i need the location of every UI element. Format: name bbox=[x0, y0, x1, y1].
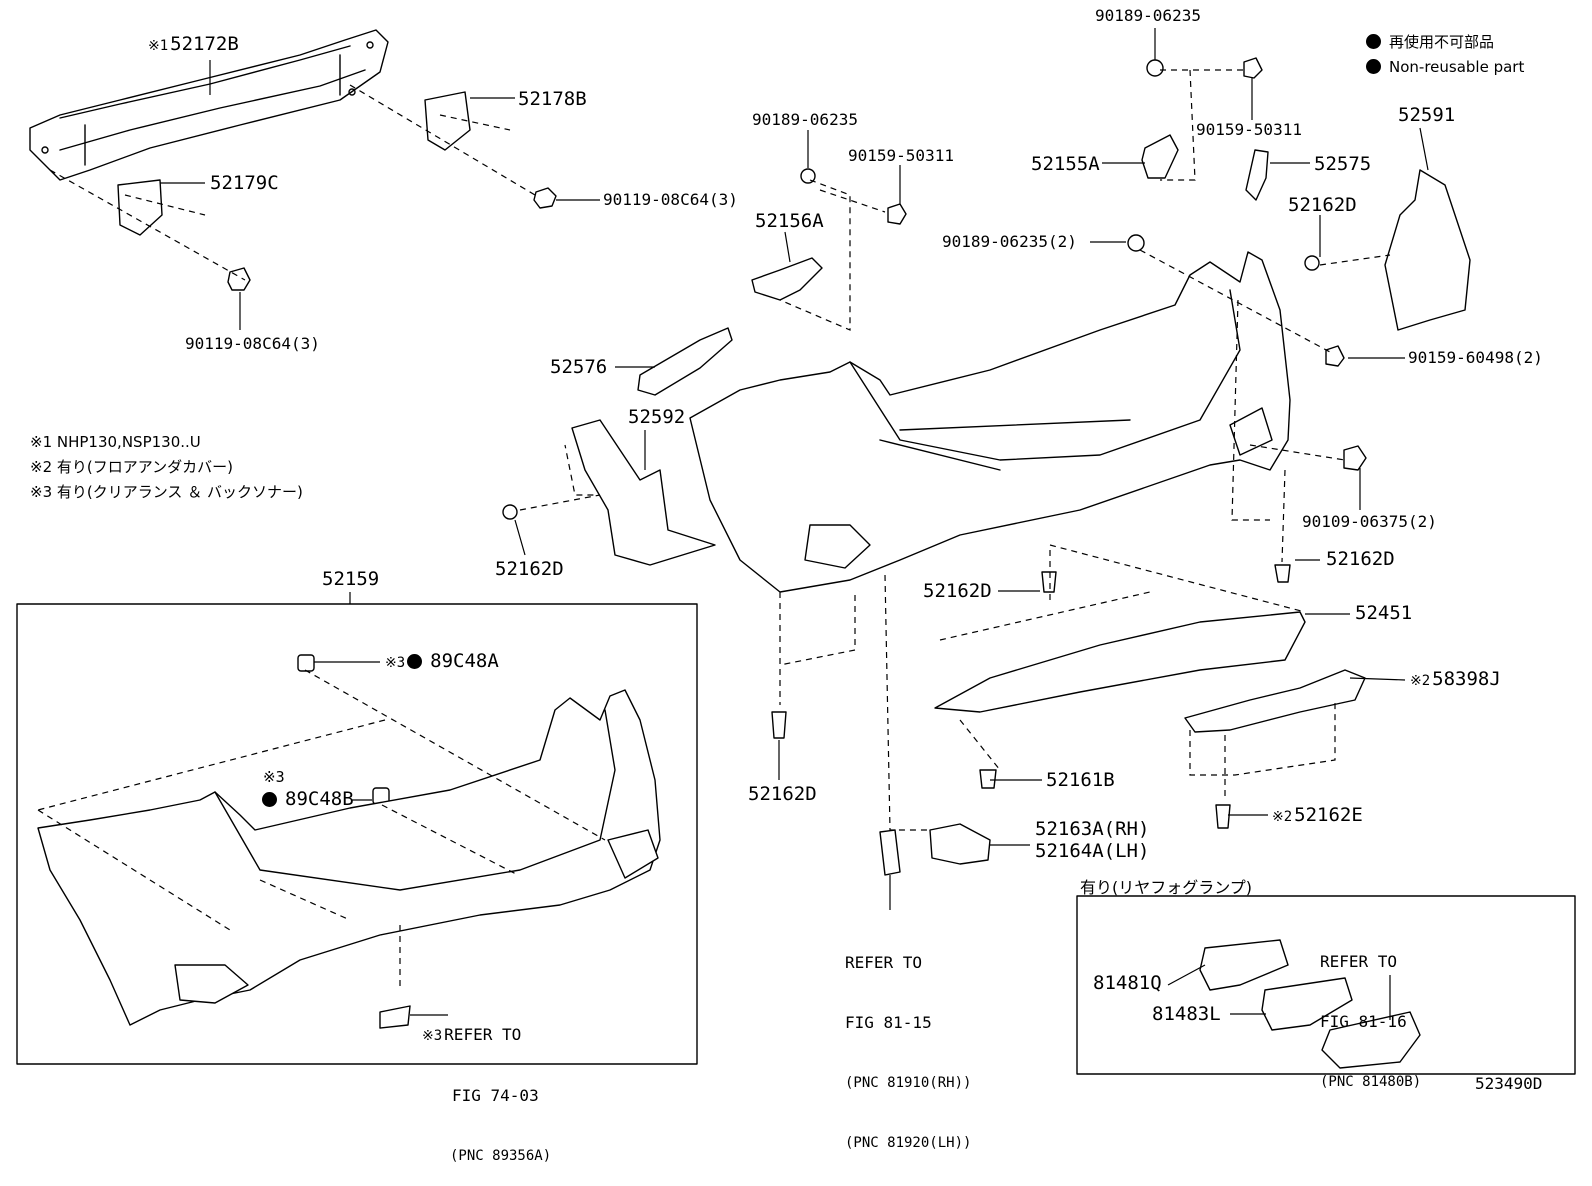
diagram-drawing bbox=[16, 28, 1576, 1075]
legend-item-ja: 再使用不可部品 bbox=[1366, 30, 1524, 55]
part-label-90159-60498[interactable]: 90159-60498(2) bbox=[1408, 348, 1543, 367]
bracket-52179C bbox=[117, 179, 163, 236]
retainer-52592 bbox=[571, 419, 716, 566]
dot-icon bbox=[1366, 59, 1381, 74]
retainer-52576 bbox=[637, 327, 733, 396]
part-label-90189-06235-mid[interactable]: 90189-06235 bbox=[752, 110, 858, 129]
part-label-52162D-center[interactable]: 52162D bbox=[923, 580, 992, 602]
part-label-52162D-bottom[interactable]: 52162D bbox=[748, 783, 817, 805]
clip-icons bbox=[297, 59, 1320, 829]
part-label-52161B[interactable]: 52161B bbox=[1046, 769, 1115, 791]
legend: 再使用不可部品 Non-reusable part bbox=[1366, 30, 1524, 80]
box-52159 bbox=[16, 603, 698, 1065]
bracket-52156A bbox=[751, 257, 823, 301]
refer-fig-81-15[interactable]: REFER TO FIG 81-15 (PNC 81910(RH)) (PNC … bbox=[845, 953, 972, 1151]
part-label-90119-08C64-right[interactable]: 90119-08C64(3) bbox=[603, 190, 738, 209]
parts-diagram: 再使用不可部品 Non-reusable part ※1 NHP130,NSP1… bbox=[16, 6, 1576, 1164]
part-label-90119-08C64-left[interactable]: 90119-08C64(3) bbox=[185, 334, 320, 353]
part-label-81483L[interactable]: 81483L bbox=[1152, 1003, 1221, 1025]
dot-icon bbox=[407, 654, 423, 669]
part-label-52451[interactable]: 52451 bbox=[1355, 602, 1413, 624]
part-label-89C48B[interactable]: 89C48B bbox=[262, 790, 354, 809]
part-label-90159-50311-right[interactable]: 90159-50311 bbox=[1196, 120, 1302, 139]
legend-item-en: Non-reusable part bbox=[1366, 55, 1524, 80]
part-label-52592[interactable]: 52592 bbox=[628, 406, 686, 428]
bracket-52575 bbox=[1245, 149, 1269, 201]
note-3: ※3 有り(クリアランス ＆ バックソナー) bbox=[30, 483, 303, 501]
part-label-52162D-upper-right[interactable]: 52162D bbox=[1288, 194, 1357, 216]
part-label-52162D-right[interactable]: 52162D bbox=[1326, 548, 1395, 570]
figure-id: 523490D bbox=[1475, 1074, 1543, 1093]
reflector-81910 bbox=[879, 829, 901, 876]
part-label-52576[interactable]: 52576 bbox=[550, 356, 608, 378]
part-label-52155A[interactable]: 52155A bbox=[1031, 153, 1100, 175]
part-label-90159-50311-mid[interactable]: 90159-50311 bbox=[848, 146, 954, 165]
part-label-52159[interactable]: 52159 bbox=[322, 568, 380, 590]
cover-52163A bbox=[929, 823, 991, 865]
bumper-cover-main bbox=[689, 251, 1291, 593]
refer-fig-81-16[interactable]: REFER TO FIG 81-16 (PNC 81480B) bbox=[1320, 952, 1422, 1090]
rear-fog-box-title: 有り(リヤフォグランプ) bbox=[1080, 878, 1253, 897]
retainer-52591 bbox=[1384, 169, 1471, 331]
bumper-cover-52159 bbox=[37, 689, 661, 1029]
bracket-52178B bbox=[424, 91, 471, 151]
box-rear-fog bbox=[1076, 895, 1576, 1075]
bolt-icons bbox=[227, 57, 1367, 471]
part-label-52164A[interactable]: 52164A(LH) bbox=[1035, 840, 1150, 862]
part-label-52179C[interactable]: 52179C bbox=[210, 172, 279, 194]
part-label-52575[interactable]: 52575 bbox=[1314, 153, 1372, 175]
cover-58398J bbox=[1184, 669, 1366, 733]
part-label-90189-06235-2[interactable]: 90189-06235(2) bbox=[942, 232, 1077, 251]
footnotes: ※1 NHP130,NSP130..U ※2 有り(フロアアンダカバー) ※3 … bbox=[30, 430, 303, 505]
bracket-52155A bbox=[1141, 134, 1179, 179]
note-2: ※2 有り(フロアアンダカバー) bbox=[30, 458, 233, 476]
part-label-81481Q[interactable]: 81481Q bbox=[1093, 972, 1162, 994]
fog-lens-81483L bbox=[1261, 977, 1353, 1031]
note-1: ※1 NHP130,NSP130..U bbox=[30, 433, 201, 451]
dot-icon bbox=[1366, 34, 1381, 49]
fog-bezel-81481Q bbox=[1199, 939, 1289, 991]
part-label-52591[interactable]: 52591 bbox=[1398, 104, 1456, 126]
part-label-90109-06375[interactable]: 90109-06375(2) bbox=[1302, 512, 1437, 531]
bumper-reinforcement-52172B bbox=[29, 29, 389, 181]
lower-panel-52451 bbox=[934, 611, 1306, 713]
part-label-52156A[interactable]: 52156A bbox=[755, 210, 824, 232]
part-label-52163A[interactable]: 52163A(RH) bbox=[1035, 818, 1150, 840]
part-label-52178B[interactable]: 52178B bbox=[518, 88, 587, 110]
mark-89C48B: ※3 bbox=[263, 768, 285, 786]
part-label-52162D-left[interactable]: 52162D bbox=[495, 558, 564, 580]
dot-icon bbox=[262, 792, 277, 807]
fog-lamp-81480B bbox=[1321, 1011, 1421, 1069]
part-label-90189-06235-top[interactable]: 90189-06235 bbox=[1095, 6, 1201, 25]
